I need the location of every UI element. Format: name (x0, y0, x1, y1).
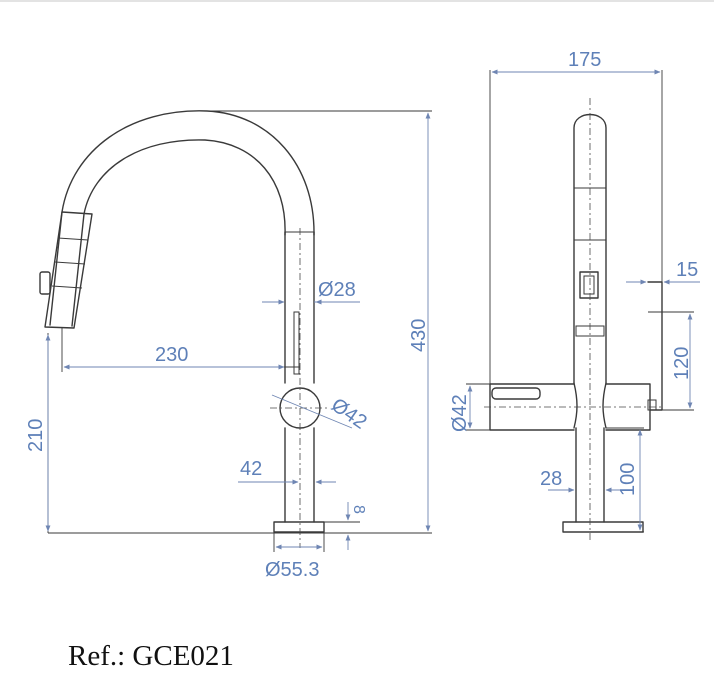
dim-d42-side: Ø42 (327, 394, 371, 434)
reference-code: Ref.: GCE021 (68, 640, 234, 672)
lever-slot (293, 311, 300, 375)
dim-175: 175 (568, 49, 601, 71)
front-button (579, 271, 599, 299)
dim-210: 210 (25, 419, 47, 452)
dim-100: 100 (617, 463, 639, 496)
side-base (273, 521, 325, 533)
dim-230: 230 (155, 344, 188, 366)
dim-d42-front: Ø42 (449, 394, 471, 432)
dim-d28: Ø28 (318, 279, 356, 301)
dim-28: 28 (540, 468, 562, 490)
dim-8: 8 (350, 505, 367, 514)
dim-430: 430 (408, 319, 430, 352)
spout-inner-arc (71, 139, 286, 327)
front-view: 175 15 120 Ø42 28 100 (449, 49, 700, 540)
spout-outer-arc (49, 110, 315, 326)
dim-15: 15 (676, 259, 698, 281)
spray-head (44, 211, 93, 329)
front-lever (491, 387, 541, 400)
dim-d55: Ø55.3 (265, 559, 319, 581)
dim-42: 42 (240, 458, 262, 480)
spray-button (39, 271, 51, 295)
dim-120: 120 (671, 347, 693, 380)
top-border (0, 0, 714, 2)
front-base (562, 521, 644, 533)
side-view: Ø28 230 Ø42 42 Ø55.3 210 430 8 (25, 110, 432, 581)
